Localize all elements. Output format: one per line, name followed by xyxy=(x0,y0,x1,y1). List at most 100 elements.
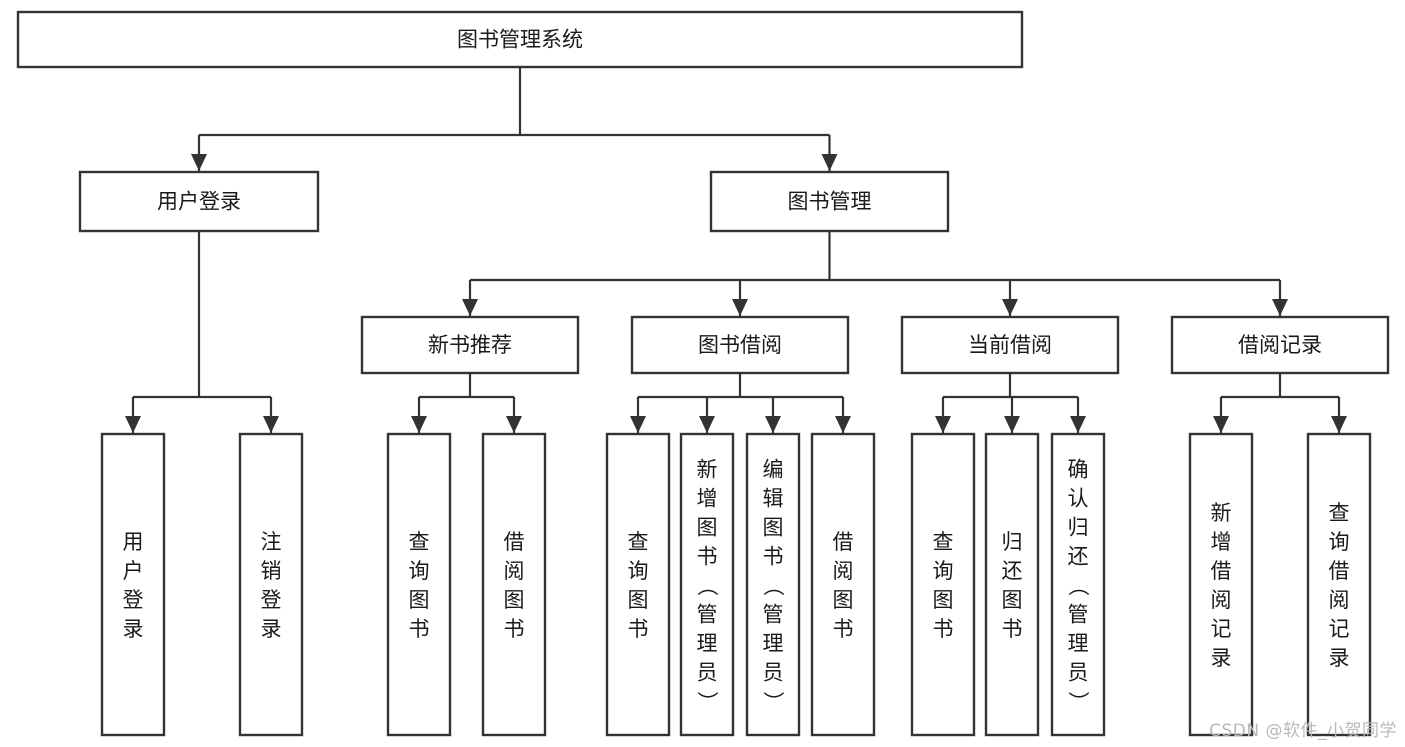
node-label: 图书借阅 xyxy=(698,333,782,357)
svg-text:图: 图 xyxy=(628,588,649,612)
svg-text:新: 新 xyxy=(1211,501,1232,525)
connector-group xyxy=(411,373,522,433)
svg-text:查: 查 xyxy=(1329,501,1350,525)
node-current-borrow[interactable]: 当前借阅 xyxy=(900,315,1120,375)
node-book-manage[interactable]: 图书管理 xyxy=(709,170,950,233)
svg-text:阅: 阅 xyxy=(833,559,854,583)
svg-text:（: （ xyxy=(761,575,785,596)
leaf-node-leaf-user-login[interactable]: 用户登录 xyxy=(100,432,166,737)
svg-text:书: 书 xyxy=(763,545,784,569)
svg-text:理: 理 xyxy=(763,632,784,656)
svg-text:录: 录 xyxy=(1211,646,1232,670)
svg-text:书: 书 xyxy=(504,617,525,641)
svg-text:增: 增 xyxy=(1211,530,1232,554)
svg-text:还: 还 xyxy=(1002,559,1023,583)
svg-text:（: （ xyxy=(1066,575,1090,596)
svg-text:图: 图 xyxy=(504,588,525,612)
svg-text:新: 新 xyxy=(697,458,718,482)
svg-text:书: 书 xyxy=(933,617,954,641)
svg-text:户: 户 xyxy=(123,559,144,583)
svg-text:图: 图 xyxy=(833,588,854,612)
svg-text:辑: 辑 xyxy=(763,487,784,511)
svg-text:图: 图 xyxy=(933,588,954,612)
node-layer: 图书管理系统用户登录图书管理新书推荐图书借阅当前借阅借阅记录用户登录注销登录查询… xyxy=(16,10,1390,737)
svg-text:管: 管 xyxy=(1068,603,1089,627)
svg-text:阅: 阅 xyxy=(1211,588,1232,612)
connector-group xyxy=(630,373,851,433)
svg-text:借: 借 xyxy=(1211,559,1232,583)
svg-text:询: 询 xyxy=(1329,530,1350,554)
svg-text:登: 登 xyxy=(123,588,144,612)
node-label: 图书管理 xyxy=(788,190,872,214)
node-label: 新书推荐 xyxy=(428,333,512,357)
svg-text:借: 借 xyxy=(1329,559,1350,583)
svg-text:理: 理 xyxy=(697,632,718,656)
node-new-book-rec[interactable]: 新书推荐 xyxy=(360,315,580,375)
svg-text:）: ） xyxy=(695,691,719,712)
svg-text:录: 录 xyxy=(123,617,144,641)
svg-text:员: 员 xyxy=(1068,661,1089,685)
svg-text:员: 员 xyxy=(697,661,718,685)
svg-text:图: 图 xyxy=(763,516,784,540)
node-user-login[interactable]: 用户登录 xyxy=(78,170,320,233)
svg-text:阅: 阅 xyxy=(1329,588,1350,612)
svg-text:阅: 阅 xyxy=(504,559,525,583)
svg-text:记: 记 xyxy=(1211,617,1232,641)
connector-layer xyxy=(125,67,1347,433)
svg-text:确: 确 xyxy=(1068,458,1089,482)
connector-group xyxy=(935,373,1086,433)
svg-text:记: 记 xyxy=(1329,617,1350,641)
svg-text:借: 借 xyxy=(504,530,525,554)
svg-text:归: 归 xyxy=(1002,530,1023,554)
svg-text:书: 书 xyxy=(628,617,649,641)
svg-text:书: 书 xyxy=(697,545,718,569)
svg-text:销: 销 xyxy=(261,559,282,583)
svg-text:借: 借 xyxy=(833,530,854,554)
node-book-borrow[interactable]: 图书借阅 xyxy=(630,315,850,375)
svg-text:）: ） xyxy=(1066,691,1090,712)
svg-text:管: 管 xyxy=(763,603,784,627)
svg-text:管: 管 xyxy=(697,603,718,627)
svg-text:询: 询 xyxy=(933,559,954,583)
svg-text:图: 图 xyxy=(697,516,718,540)
svg-text:书: 书 xyxy=(409,617,430,641)
connector-group xyxy=(462,231,1288,316)
svg-text:还: 还 xyxy=(1068,545,1089,569)
svg-text:员: 员 xyxy=(763,661,784,685)
watermark-text: CSDN @软件_小贺同学 xyxy=(1209,721,1397,741)
root-node-root[interactable]: 图书管理系统 xyxy=(16,10,1024,69)
svg-text:登: 登 xyxy=(261,588,282,612)
node-label: 用户登录 xyxy=(157,190,241,214)
svg-text:录: 录 xyxy=(261,617,282,641)
node-borrow-record[interactable]: 借阅记录 xyxy=(1170,315,1390,375)
svg-text:询: 询 xyxy=(409,559,430,583)
svg-text:（: （ xyxy=(695,575,719,596)
svg-text:查: 查 xyxy=(628,530,649,554)
node-label: 借阅记录 xyxy=(1238,333,1322,357)
svg-text:编: 编 xyxy=(763,458,784,482)
node-label: 用户登录 xyxy=(123,530,144,641)
